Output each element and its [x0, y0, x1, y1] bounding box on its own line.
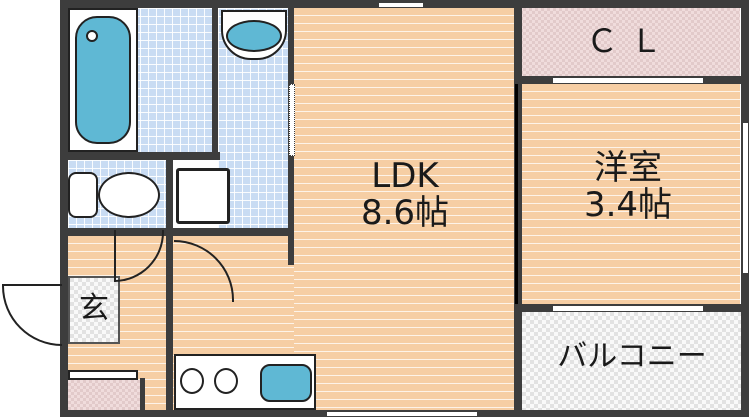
accordion-door-washroom[interactable] [289, 84, 295, 156]
stove-burner-1 [180, 368, 204, 394]
bathtub-basin [75, 16, 131, 144]
balcony-floor [522, 312, 742, 410]
window-top-ldk [378, 2, 424, 8]
room-size: 3.4帖 [583, 185, 673, 226]
room-size: 8.6帖 [360, 193, 450, 234]
toilet-tank [68, 172, 98, 218]
ldk-floor [292, 8, 518, 410]
closet-floor [520, 8, 740, 80]
entrance-door[interactable] [2, 284, 62, 346]
room-name: LDK [371, 156, 439, 196]
closet-sliding-door[interactable] [552, 77, 704, 84]
window-bottom-ldk [326, 411, 478, 417]
room-label-entrance: 玄 [79, 291, 109, 326]
washing-machine-pan [176, 168, 230, 224]
wall-toilet-right [166, 156, 173, 416]
entrance-floor [68, 276, 120, 344]
room-label-balcony: バルコニー [557, 339, 707, 374]
western-room-floor [520, 84, 740, 304]
balcony-sliding-door[interactable] [552, 305, 704, 312]
western-room-door[interactable] [515, 84, 518, 304]
room-label-western: 洋室 3.4帖 [528, 148, 728, 226]
room-name: 洋室 [594, 148, 662, 188]
toilet-bowl [98, 172, 160, 218]
kitchen-sink [260, 364, 312, 402]
shoe-box-top [68, 370, 138, 380]
wall-ldk-right [514, 0, 522, 417]
shoe-box [68, 380, 142, 410]
wall-left [60, 0, 68, 417]
stove-burner-2 [214, 368, 238, 394]
wall-wet-bottom [60, 228, 294, 236]
window-right-western [742, 122, 749, 274]
wall-bath-right [212, 0, 218, 160]
room-label-closet: ＣＬ [585, 22, 674, 60]
room-label-ldk: LDK 8.6帖 [300, 156, 510, 234]
bathtub-drain-icon [86, 30, 98, 42]
wall-bath-bottom [60, 152, 220, 160]
wall-shoebox-right [140, 378, 145, 414]
washbasin-bowl [226, 20, 282, 52]
